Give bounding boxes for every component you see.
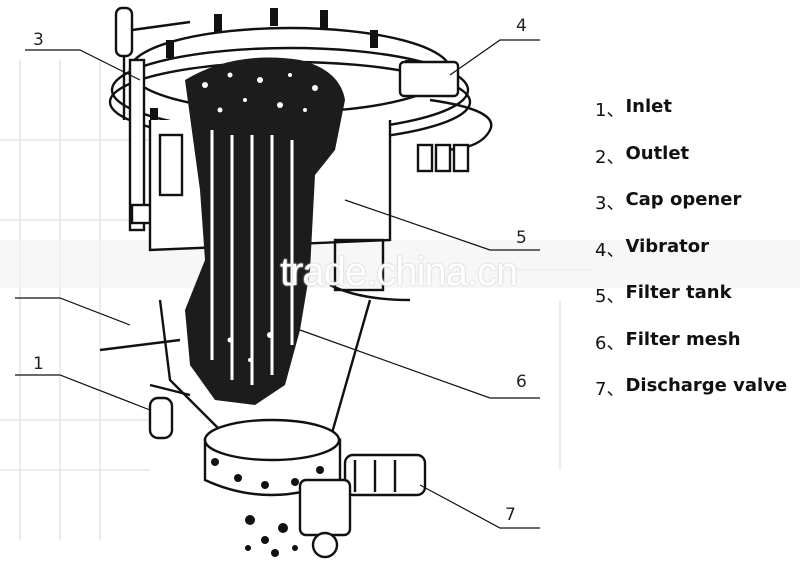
callout-1: 1 bbox=[33, 354, 44, 374]
legend-item-outlet: 2、Outlet bbox=[595, 143, 800, 190]
vibrator bbox=[398, 60, 493, 173]
legend-label: Vibrator bbox=[625, 235, 709, 257]
leader-line-3 bbox=[25, 49, 141, 81]
legend-label: Discharge valve bbox=[625, 375, 788, 396]
callout-5: 5 bbox=[516, 228, 527, 248]
callout-3: 3 bbox=[33, 30, 44, 50]
legend-number: 7、 bbox=[595, 379, 625, 400]
legend-number: 6、 bbox=[595, 332, 625, 354]
watermark: trade.china.cn bbox=[280, 250, 518, 294]
legend-number: 1、 bbox=[595, 100, 625, 121]
legend-item-filter-tank: 5、Filter tank bbox=[595, 282, 800, 329]
callout-7: 7 bbox=[505, 505, 516, 525]
legend-item-discharge-valve: 7、Discharge valve bbox=[595, 375, 800, 422]
legend-label: Filter tank bbox=[625, 282, 732, 303]
callout-4: 4 bbox=[516, 16, 527, 36]
leader-line-7 bbox=[419, 484, 540, 529]
callout-6: 6 bbox=[516, 372, 527, 392]
scan-band bbox=[0, 240, 800, 288]
legend-item-vibrator: 4、Vibrator bbox=[595, 236, 800, 283]
legend-number: 5、 bbox=[595, 286, 625, 307]
legend-label: Outlet bbox=[625, 142, 690, 164]
legend-label: Inlet bbox=[625, 96, 672, 117]
parts-legend: 1、Inlet 2、Outlet 3、Cap opener 4、Vibrator… bbox=[595, 96, 800, 422]
legend-label: Cap opener bbox=[625, 189, 742, 210]
background-sheet bbox=[0, 60, 590, 540]
legend-item-cap-opener: 3、Cap opener bbox=[595, 189, 800, 236]
leader-line-6 bbox=[299, 329, 540, 399]
leader-line-5 bbox=[344, 199, 540, 251]
legend-number: 3、 bbox=[595, 193, 625, 214]
legend-label: Filter mesh bbox=[625, 328, 741, 350]
leader-line-4 bbox=[449, 39, 540, 76]
legend-item-filter-mesh: 6、Filter mesh bbox=[595, 329, 800, 376]
cap-opener bbox=[114, 6, 191, 232]
inlet-pipe bbox=[99, 338, 191, 440]
filter-mesh bbox=[185, 57, 345, 405]
discharge-debris bbox=[245, 515, 298, 557]
legend-number: 2、 bbox=[595, 146, 625, 168]
discharge-valve bbox=[298, 453, 427, 559]
leader-lines bbox=[15, 39, 540, 529]
leader-line-1 bbox=[15, 374, 151, 411]
legend-item-inlet: 1、Inlet bbox=[595, 96, 800, 143]
leader-line-2 bbox=[15, 297, 131, 326]
legend-number: 4、 bbox=[595, 239, 625, 261]
